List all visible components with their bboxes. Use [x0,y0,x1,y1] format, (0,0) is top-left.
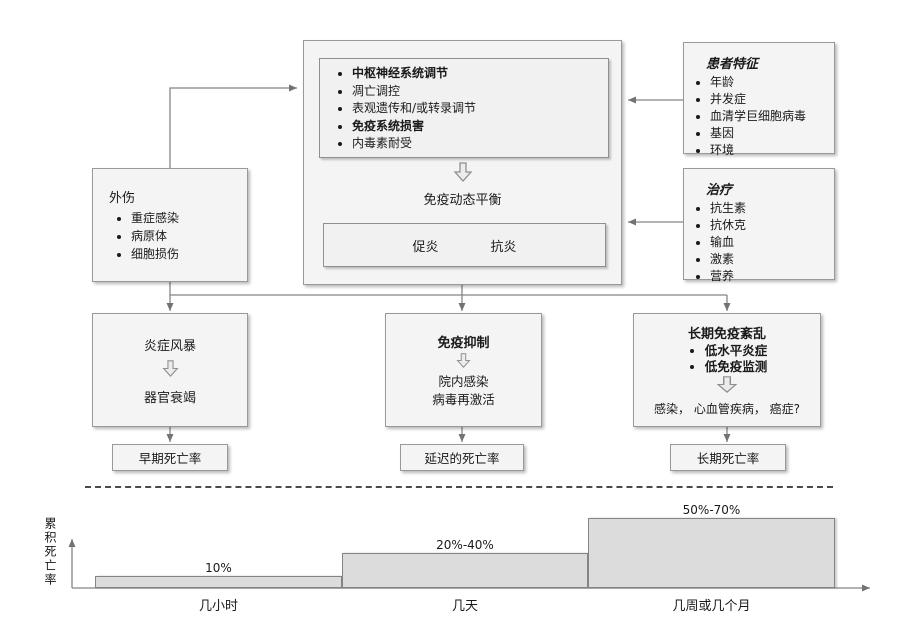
storm-label: 炎症风暴 [143,338,196,354]
list-item: 输血 [710,234,826,251]
longterm-immune-disorder-box: 长期免疫紊乱 低水平炎症 低免疫监测 感染， 心血管疾病， 癌症? [633,313,821,427]
inflammation-balance-box: 促炎 抗炎 [323,223,606,267]
list-item: 重症感染 [131,209,241,227]
list-item: 低免疫监测 [705,359,768,375]
delayed-mortality-label: 延迟的死亡率 [424,451,500,466]
delayed-mortality-box: 延迟的死亡率 [400,444,524,471]
treatment-box: 治疗 抗生素 抗休克 输血 激素 营养 [683,168,835,283]
list-item: 免疫系统损害 [352,118,602,136]
bar-value-label: 20%-40% [436,538,494,552]
list-item: 环境 [710,142,826,159]
longterm-consequences-label: 感染， 心血管疾病， 癌症? [654,402,800,416]
trauma-box: 外伤 重症感染 病原体 细胞损伤 [92,168,248,282]
y-axis-label: 累积死亡率 [43,517,57,587]
list-item: 病原体 [131,227,241,245]
box-title: 治疗 [706,183,733,198]
virus-reactivation-label: 病毒再激活 [432,392,495,407]
organ-failure-label: 器官衰竭 [143,390,196,406]
list-item: 营养 [710,268,826,285]
box-title: 长期免疫紊乱 [687,327,766,342]
inflammatory-storm-box: 炎症风暴 器官衰竭 [92,313,248,427]
box-title: 外伤 [109,191,136,206]
bar-category-label: 几天 [451,599,478,614]
down-block-arrow-icon [161,359,179,381]
down-block-arrow-icon [716,376,738,397]
mechanism-list-box: 中枢神经系统调节 凋亡调控 表观遗传和/或转录调节 免疫系统损害 内毒素耐受 [319,58,609,158]
dashed-divider [85,486,833,488]
list-item: 抗生素 [710,200,826,217]
mortality-bar-weeks-months: 50%-70% 几周或几个月 [588,503,835,614]
list-item: 并发症 [710,91,826,108]
bar-category-label: 几周或几个月 [672,599,751,614]
box-title: 患者特征 [706,57,759,72]
list-item: 凋亡调控 [352,83,602,101]
mortality-bar-days: 20%-40% 几天 [342,538,588,614]
list-item: 激素 [710,251,826,268]
bar-value-label: 10% [205,561,232,575]
list-item: 细胞损伤 [131,245,241,263]
nosocomial-infection-label: 院内感染 [438,374,489,389]
list-item: 中枢神经系统调节 [352,65,602,83]
anti-inflammation-label: 抗炎 [490,239,517,255]
trauma-list: 重症感染 病原体 细胞损伤 [99,209,241,263]
patient-list: 年龄 并发症 血清学巨细胞病毒 基因 环境 [690,74,828,159]
list-item: 血清学巨细胞病毒 [710,108,826,125]
box-title: 免疫抑制 [437,336,490,351]
immune-suppression-box: 免疫抑制 院内感染 病毒再激活 [385,313,542,427]
early-mortality-label: 早期死亡率 [138,451,202,466]
longterm-list: 低水平炎症 低免疫监测 [687,343,768,375]
central-immune-box: 中枢神经系统调节 凋亡调控 表观遗传和/或转录调节 免疫系统损害 内毒素耐受 免… [303,40,622,285]
bar-category-label: 几小时 [198,599,238,614]
early-mortality-box: 早期死亡率 [112,444,228,471]
list-item: 内毒素耐受 [352,135,602,153]
down-block-arrow-icon [453,162,473,186]
treatment-list: 抗生素 抗休克 输血 激素 营养 [690,200,828,285]
list-item: 抗休克 [710,217,826,234]
list-item: 表观遗传和/或转录调节 [352,100,602,118]
immune-balance-label: 免疫动态平衡 [423,193,502,208]
down-block-arrow-icon [455,353,472,372]
mechanism-list: 中枢神经系统调节 凋亡调控 表观遗传和/或转录调节 免疫系统损害 内毒素耐受 [330,65,602,153]
pro-inflammation-label: 促炎 [412,239,439,255]
list-item: 低水平炎症 [705,343,768,359]
list-item: 基因 [710,125,826,142]
mortality-bar-hours: 10% 几小时 [95,561,342,614]
list-item: 年龄 [710,74,826,91]
bar-value-label: 50%-70% [682,503,741,517]
patient-characteristics-box: 患者特征 年龄 并发症 血清学巨细胞病毒 基因 环境 [683,42,835,157]
longterm-mortality-label: 长期死亡率 [696,451,760,466]
longterm-mortality-box: 长期死亡率 [670,444,786,471]
